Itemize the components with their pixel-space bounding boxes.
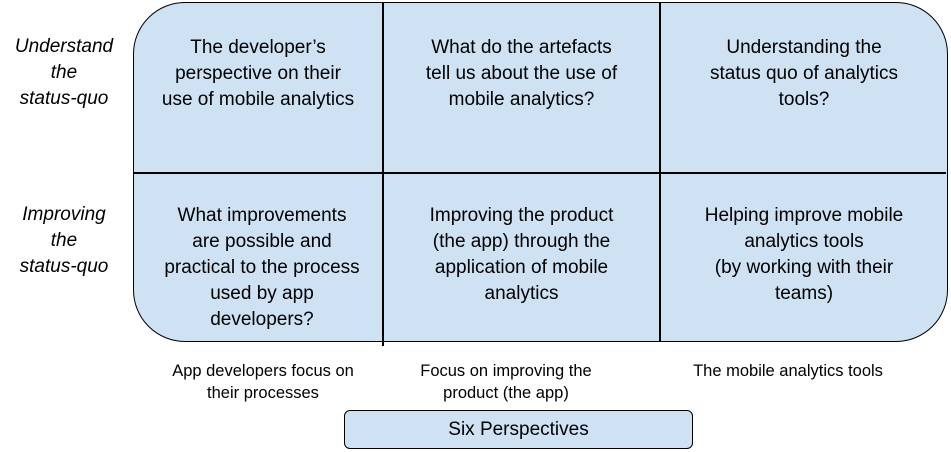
perspectives-grid: The developer’s perspective on their use… [133, 2, 948, 346]
divider-vertical-1 [382, 3, 384, 346]
column-label-product: Focus on improving the product (the app) [420, 362, 592, 402]
cell-improve-process: What improvements are possible and pract… [164, 205, 360, 330]
row-label-improving: Improving the status-quo [19, 204, 109, 277]
cell-improve-product: Improving the product (the app) through … [429, 205, 614, 304]
row-label-understand: Understand the status-quo [14, 36, 114, 109]
cell-improve-tools: Helping improve mobile analytics tools (… [704, 205, 904, 304]
column-label-developers: App developers focus on their processes [172, 362, 354, 402]
cell-understand-developers: The developer’s perspective on their use… [161, 37, 355, 110]
divider-horizontal [134, 172, 946, 174]
six-perspectives-label: Six Perspectives [448, 418, 589, 440]
column-label-tools: The mobile analytics tools [693, 362, 883, 380]
six-perspectives-box: Six Perspectives [344, 410, 693, 449]
cell-understand-tools: Understanding the status quo of analytic… [710, 37, 898, 110]
cell-understand-artefacts: What do the artefacts tell us about the … [425, 37, 618, 110]
